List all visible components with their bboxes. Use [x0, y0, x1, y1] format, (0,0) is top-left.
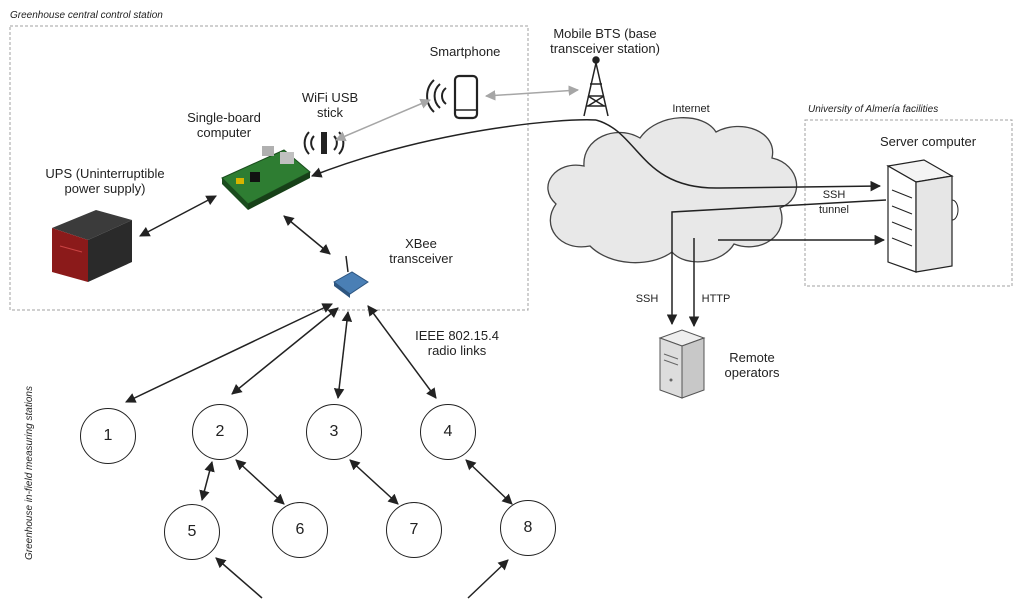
server-label: Server computer [879, 134, 977, 149]
remote-operators-label: Remote operators [724, 350, 780, 380]
radio-link-1 [125, 303, 333, 403]
partial-arrow-5 [215, 557, 263, 599]
arrow-smartphone-bts [484, 85, 580, 101]
internet-label: Internet [672, 103, 710, 115]
arrow-bts-to-sbc [311, 119, 597, 178]
arrow-sbc-xbee [283, 215, 331, 255]
radio-link-3 [333, 310, 353, 400]
node-5: 5 [164, 504, 220, 560]
sbc-label: Single-board computer [187, 110, 261, 140]
university-label: University of Almería facilities [808, 104, 939, 115]
node-8: 8 [500, 500, 556, 556]
node-4: 4 [420, 404, 476, 460]
ssh-tunnel-label: SSH tunnel [819, 189, 849, 216]
partial-arrow-8 [467, 559, 509, 599]
ssh-tunnel-line-upper [595, 119, 882, 192]
node-6: 6 [272, 502, 328, 558]
bts-tower-icon [583, 56, 609, 117]
arrow-ups-sbc [139, 195, 217, 237]
http-label: HTTP [701, 293, 731, 305]
wifi-label: WiFi USB stick [301, 90, 359, 120]
ups-label: UPS (Uninterruptible power supply) [45, 166, 165, 196]
node-1: 1 [80, 408, 136, 464]
remote-operators-icon [658, 329, 706, 399]
wifi-usb-stick-icon [303, 131, 345, 155]
smartphone-label: Smartphone [429, 44, 501, 59]
smartphone-icon [426, 74, 479, 120]
server-computer-icon [886, 159, 959, 273]
link-2-5 [199, 460, 215, 502]
node-2: 2 [192, 404, 248, 460]
ssh-label: SSH [635, 293, 659, 305]
node-7: 7 [386, 502, 442, 558]
node-3: 3 [306, 404, 362, 460]
radio-links-label: IEEE 802.15.4 radio links [415, 328, 499, 358]
internet-cloud-icon [547, 117, 798, 264]
arrow-wifi-smartphone [335, 98, 431, 142]
university-border [804, 119, 1013, 287]
link-3-7 [349, 459, 399, 505]
link-4-8 [465, 459, 513, 505]
infield-label: Greenhouse in-field measuring stations [24, 386, 35, 560]
xbee-transceiver-icon [333, 255, 369, 298]
central-station-label: Greenhouse central control station [10, 10, 163, 21]
ups-icon [52, 210, 132, 282]
radio-link-2 [231, 307, 339, 395]
link-2-6 [235, 459, 285, 505]
radio-link-4 [367, 305, 437, 399]
bts-label: Mobile BTS (base transceiver station) [550, 26, 660, 56]
single-board-computer-icon [221, 146, 311, 210]
ssh-tunnel-line-lower [666, 199, 887, 326]
xbee-label: XBee transceiver [389, 236, 453, 266]
